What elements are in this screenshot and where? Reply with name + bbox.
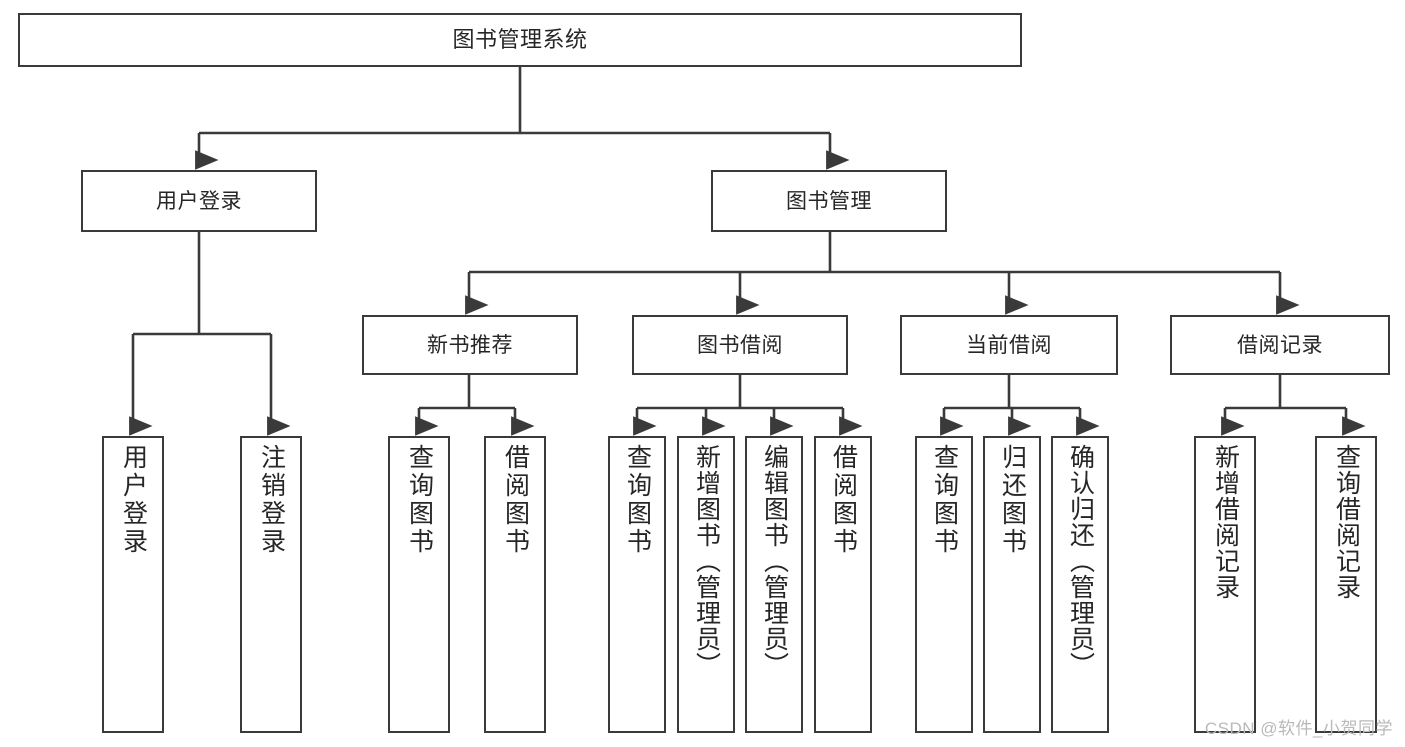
node-book-manage[interactable]: 图书管理 bbox=[711, 170, 947, 232]
node-leaf-borrow-book-1-label: 借阅图书 bbox=[501, 444, 530, 556]
node-book-borrow[interactable]: 图书借阅 bbox=[632, 315, 848, 375]
node-new-book-recommend-label: 新书推荐 bbox=[427, 333, 513, 357]
node-leaf-return-book-label: 归还图书 bbox=[998, 444, 1027, 556]
node-leaf-query-book-3-label: 查询图书 bbox=[930, 444, 959, 556]
node-current-borrow-label: 当前借阅 bbox=[966, 333, 1052, 357]
node-leaf-borrow-book-2-label: 借阅图书 bbox=[829, 444, 858, 556]
node-leaf-confirm-return[interactable]: 确认归还（管理员） bbox=[1051, 436, 1109, 733]
node-leaf-query-book-1-label: 查询图书 bbox=[405, 444, 434, 556]
csdn-watermark: CSDN @软件_小贺同学 bbox=[1204, 719, 1393, 738]
node-new-book-recommend[interactable]: 新书推荐 bbox=[362, 315, 578, 375]
node-leaf-query-book-2-label: 查询图书 bbox=[623, 444, 652, 556]
node-leaf-borrow-book-2[interactable]: 借阅图书 bbox=[814, 436, 872, 733]
node-leaf-query-record-label: 查询借阅记录 bbox=[1332, 444, 1361, 600]
node-leaf-query-book-1[interactable]: 查询图书 bbox=[388, 436, 450, 733]
node-leaf-add-record-label: 新增借阅记录 bbox=[1211, 444, 1240, 600]
node-book-manage-label: 图书管理 bbox=[786, 189, 872, 213]
node-leaf-add-book-label: 新增图书（管理员） bbox=[692, 444, 721, 678]
node-borrow-record[interactable]: 借阅记录 bbox=[1170, 315, 1390, 375]
node-leaf-query-book-3[interactable]: 查询图书 bbox=[915, 436, 973, 733]
node-user-login-label: 用户登录 bbox=[156, 189, 242, 213]
node-leaf-add-book[interactable]: 新增图书（管理员） bbox=[677, 436, 735, 733]
node-leaf-query-record[interactable]: 查询借阅记录 bbox=[1315, 436, 1377, 733]
node-leaf-edit-book[interactable]: 编辑图书（管理员） bbox=[745, 436, 803, 733]
node-leaf-logout-login[interactable]: 注销登录 bbox=[240, 436, 302, 733]
node-root-label: 图书管理系统 bbox=[452, 27, 588, 52]
node-leaf-return-book[interactable]: 归还图书 bbox=[983, 436, 1041, 733]
node-leaf-confirm-return-label: 确认归还（管理员） bbox=[1066, 444, 1095, 678]
node-leaf-query-book-2[interactable]: 查询图书 bbox=[608, 436, 666, 733]
node-borrow-record-label: 借阅记录 bbox=[1237, 333, 1323, 357]
node-leaf-borrow-book-1[interactable]: 借阅图书 bbox=[484, 436, 546, 733]
node-leaf-user-login-label: 用户登录 bbox=[119, 444, 148, 556]
node-leaf-user-login[interactable]: 用户登录 bbox=[102, 436, 164, 733]
node-leaf-logout-login-label: 注销登录 bbox=[257, 444, 286, 556]
node-book-borrow-label: 图书借阅 bbox=[697, 333, 783, 357]
node-leaf-add-record[interactable]: 新增借阅记录 bbox=[1194, 436, 1256, 733]
node-root[interactable]: 图书管理系统 bbox=[18, 13, 1022, 67]
node-user-login[interactable]: 用户登录 bbox=[81, 170, 317, 232]
node-current-borrow[interactable]: 当前借阅 bbox=[900, 315, 1118, 375]
node-leaf-edit-book-label: 编辑图书（管理员） bbox=[760, 444, 789, 678]
